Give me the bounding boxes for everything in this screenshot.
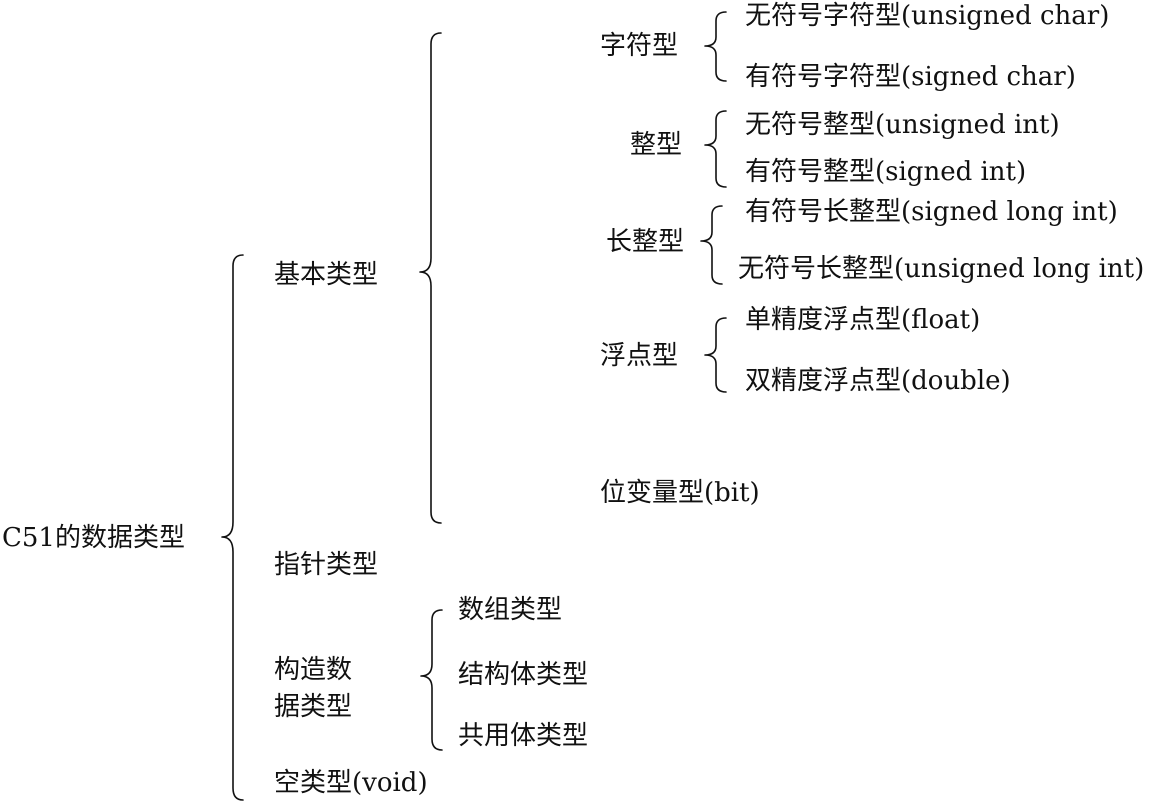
signed-long-label: 有符号长整型(signed long int) <box>745 197 1118 227</box>
signed-char-label: 有符号字符型(signed char) <box>745 62 1076 92</box>
int-brace <box>704 110 727 188</box>
float-type-label: 浮点型 <box>600 341 679 371</box>
single-float-label: 单精度浮点型(float) <box>745 305 981 335</box>
union-type-label: 共用体类型 <box>458 721 589 751</box>
bit-type-label: 位变量型(bit) <box>600 478 760 508</box>
float-brace <box>704 317 727 393</box>
char-brace <box>704 11 727 82</box>
constructed-type-brace <box>420 609 443 751</box>
root-brace <box>221 254 244 801</box>
unsigned-int-label: 无符号整型(unsigned int) <box>745 110 1060 140</box>
pointer-type-label: 指针类型 <box>274 550 379 580</box>
void-type-label: 空类型(void) <box>274 768 428 798</box>
unsigned-long-label: 无符号长整型(unsigned long int) <box>738 254 1145 284</box>
root-label: C51的数据类型 <box>2 523 185 553</box>
constructed-type-label-line2: 据类型 <box>274 692 353 722</box>
basic-type-label: 基本类型 <box>274 260 379 290</box>
struct-type-label: 结构体类型 <box>458 660 589 690</box>
int-type-label: 整型 <box>630 130 683 160</box>
unsigned-char-label: 无符号字符型(unsigned char) <box>745 1 1110 31</box>
char-type-label: 字符型 <box>600 31 679 61</box>
long-brace <box>700 205 723 285</box>
constructed-type-label-line1: 构造数 <box>274 655 353 685</box>
double-float-label: 双精度浮点型(double) <box>745 366 1011 396</box>
long-type-label: 长整型 <box>606 227 685 257</box>
basic-type-brace <box>419 32 442 524</box>
signed-int-label: 有符号整型(signed int) <box>745 157 1027 187</box>
array-type-label: 数组类型 <box>458 595 563 625</box>
